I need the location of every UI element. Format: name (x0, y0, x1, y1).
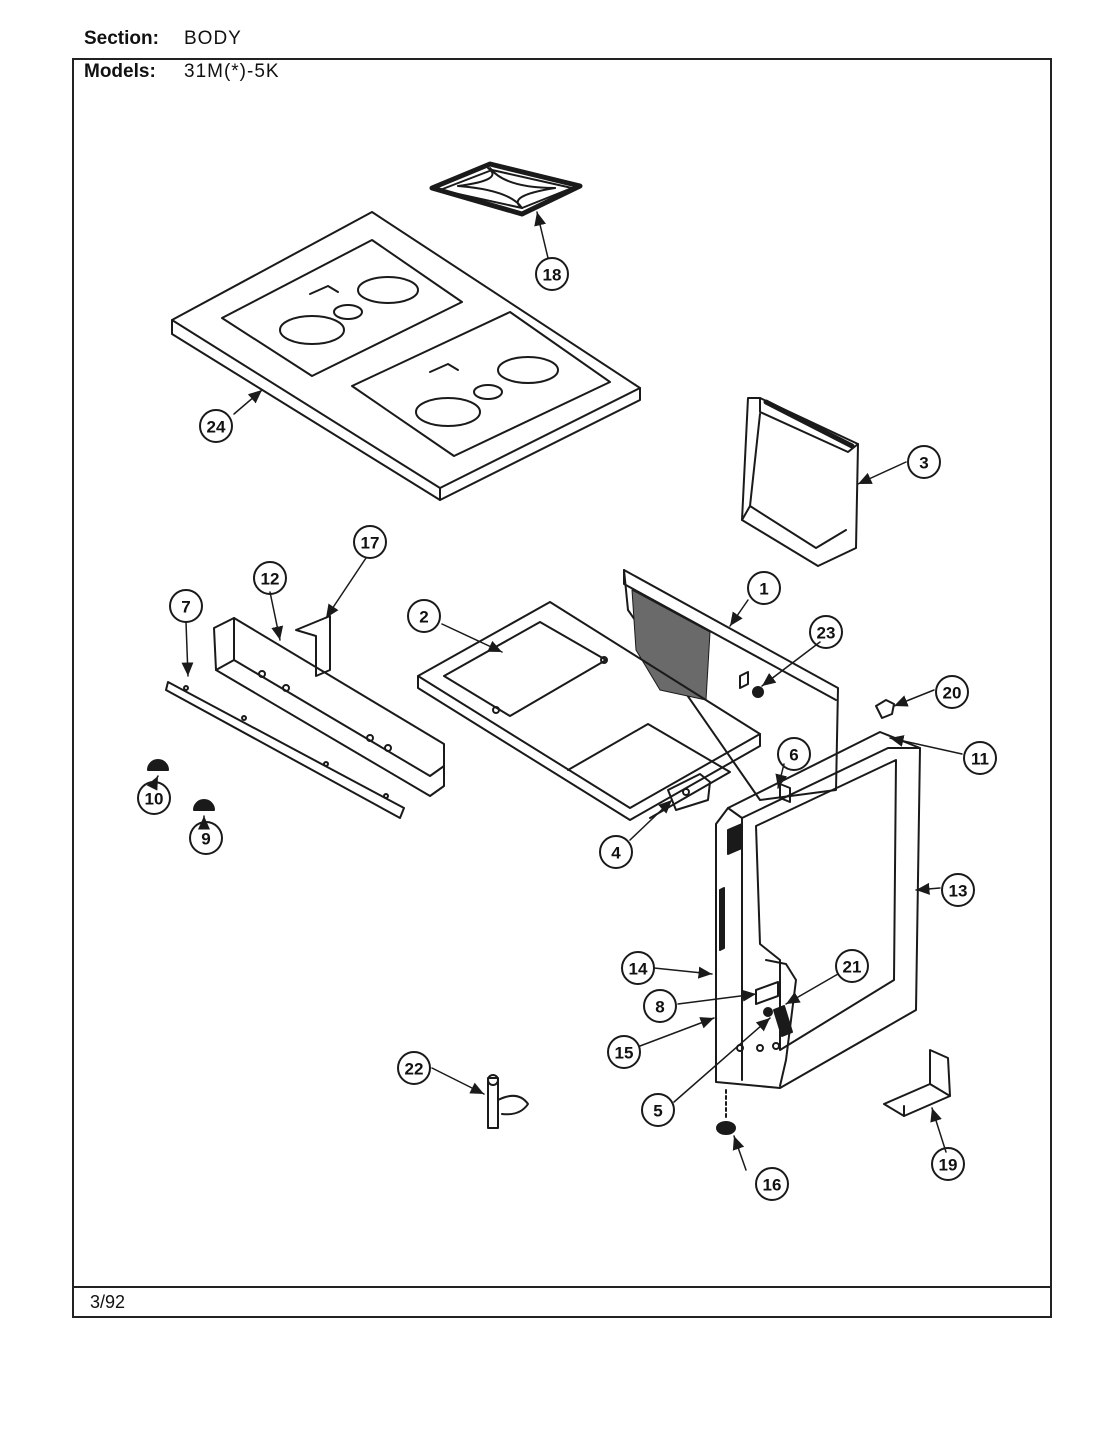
leveling-foot-part (716, 1121, 736, 1135)
callout-15: 15 (607, 1035, 641, 1069)
models-header: Models: 31M(*)-5K (84, 61, 280, 83)
footer-date: 3/92 (90, 1292, 126, 1312)
callout-label: 4 (611, 844, 621, 863)
callout-2: 2 (407, 599, 441, 633)
callout-label: 16 (763, 1176, 782, 1195)
callout-8: 8 (643, 989, 677, 1023)
models-value: 31M(*)-5K (184, 61, 280, 82)
manifold-panel-part (213, 617, 445, 797)
callout-12: 12 (253, 561, 287, 595)
callout-3: 3 (907, 445, 941, 479)
callout-6: 6 (777, 737, 811, 771)
callout-label: 18 (543, 266, 562, 285)
callout-19: 19 (931, 1147, 965, 1181)
front-frame-part (715, 731, 921, 1089)
callout-label: 6 (789, 746, 798, 765)
cooktop-part (171, 211, 641, 501)
callout-9: 9 (189, 821, 223, 855)
callout-label: 7 (181, 598, 190, 617)
callout-label: 8 (655, 998, 664, 1017)
callout-label: 1 (759, 580, 768, 599)
section-value: BODY (184, 28, 242, 49)
callout-label: 10 (145, 790, 164, 809)
callout-18: 18 (535, 257, 569, 291)
rear-vent-panel-part (741, 397, 859, 567)
callout-label: 19 (939, 1156, 958, 1175)
callout-21: 21 (835, 949, 869, 983)
section-header: Section: BODY (84, 28, 242, 50)
leveling-bracket-part (883, 1049, 951, 1117)
callout-24: 24 (199, 409, 233, 443)
callout-1: 1 (747, 571, 781, 605)
callout-label: 9 (201, 830, 210, 849)
footer-divider (72, 1286, 1052, 1288)
leader-lines (146, 211, 963, 1171)
callout-13: 13 (941, 873, 975, 907)
callout-label: 12 (261, 570, 280, 589)
callout-23: 23 (809, 615, 843, 649)
callout-11: 11 (963, 741, 997, 775)
callout-label: 3 (919, 454, 928, 473)
callout-label: 14 (629, 960, 648, 979)
callout-label: 13 (949, 882, 968, 901)
diagram-frame (72, 58, 1052, 1318)
callout-14: 14 (621, 951, 655, 985)
callout-10: 10 (137, 781, 171, 815)
callout-label: 22 (405, 1060, 424, 1079)
callout-22: 22 (397, 1051, 431, 1085)
section-label: Section: (84, 28, 159, 49)
callout-20: 20 (935, 675, 969, 709)
clip-part-20 (875, 699, 895, 719)
knob-part-10 (147, 759, 169, 771)
callout-16: 16 (755, 1167, 789, 1201)
knob-part-9 (193, 799, 215, 811)
front-rail-part (165, 681, 405, 819)
gas-valve-part (487, 1074, 529, 1129)
burner-grate-part (429, 161, 583, 217)
bracket-part (667, 773, 711, 811)
callout-label: 20 (943, 684, 962, 703)
oven-bottom-pan-part (417, 601, 761, 821)
callout-4: 4 (599, 835, 633, 869)
callout-label: 17 (361, 534, 380, 553)
small-bracket-part (295, 615, 331, 677)
callout-17: 17 (353, 525, 387, 559)
side-panel-part (623, 569, 839, 801)
models-label: Models: (84, 61, 156, 82)
screw-part (752, 686, 764, 698)
callout-label: 21 (843, 958, 862, 977)
callout-label: 2 (419, 608, 428, 627)
callout-label: 15 (615, 1044, 634, 1063)
callout-label: 5 (653, 1102, 662, 1121)
callout-label: 23 (817, 624, 836, 643)
callout-5: 5 (641, 1093, 675, 1127)
callout-label: 11 (971, 750, 989, 769)
callout-7: 7 (169, 589, 203, 623)
callout-label: 24 (207, 418, 226, 437)
